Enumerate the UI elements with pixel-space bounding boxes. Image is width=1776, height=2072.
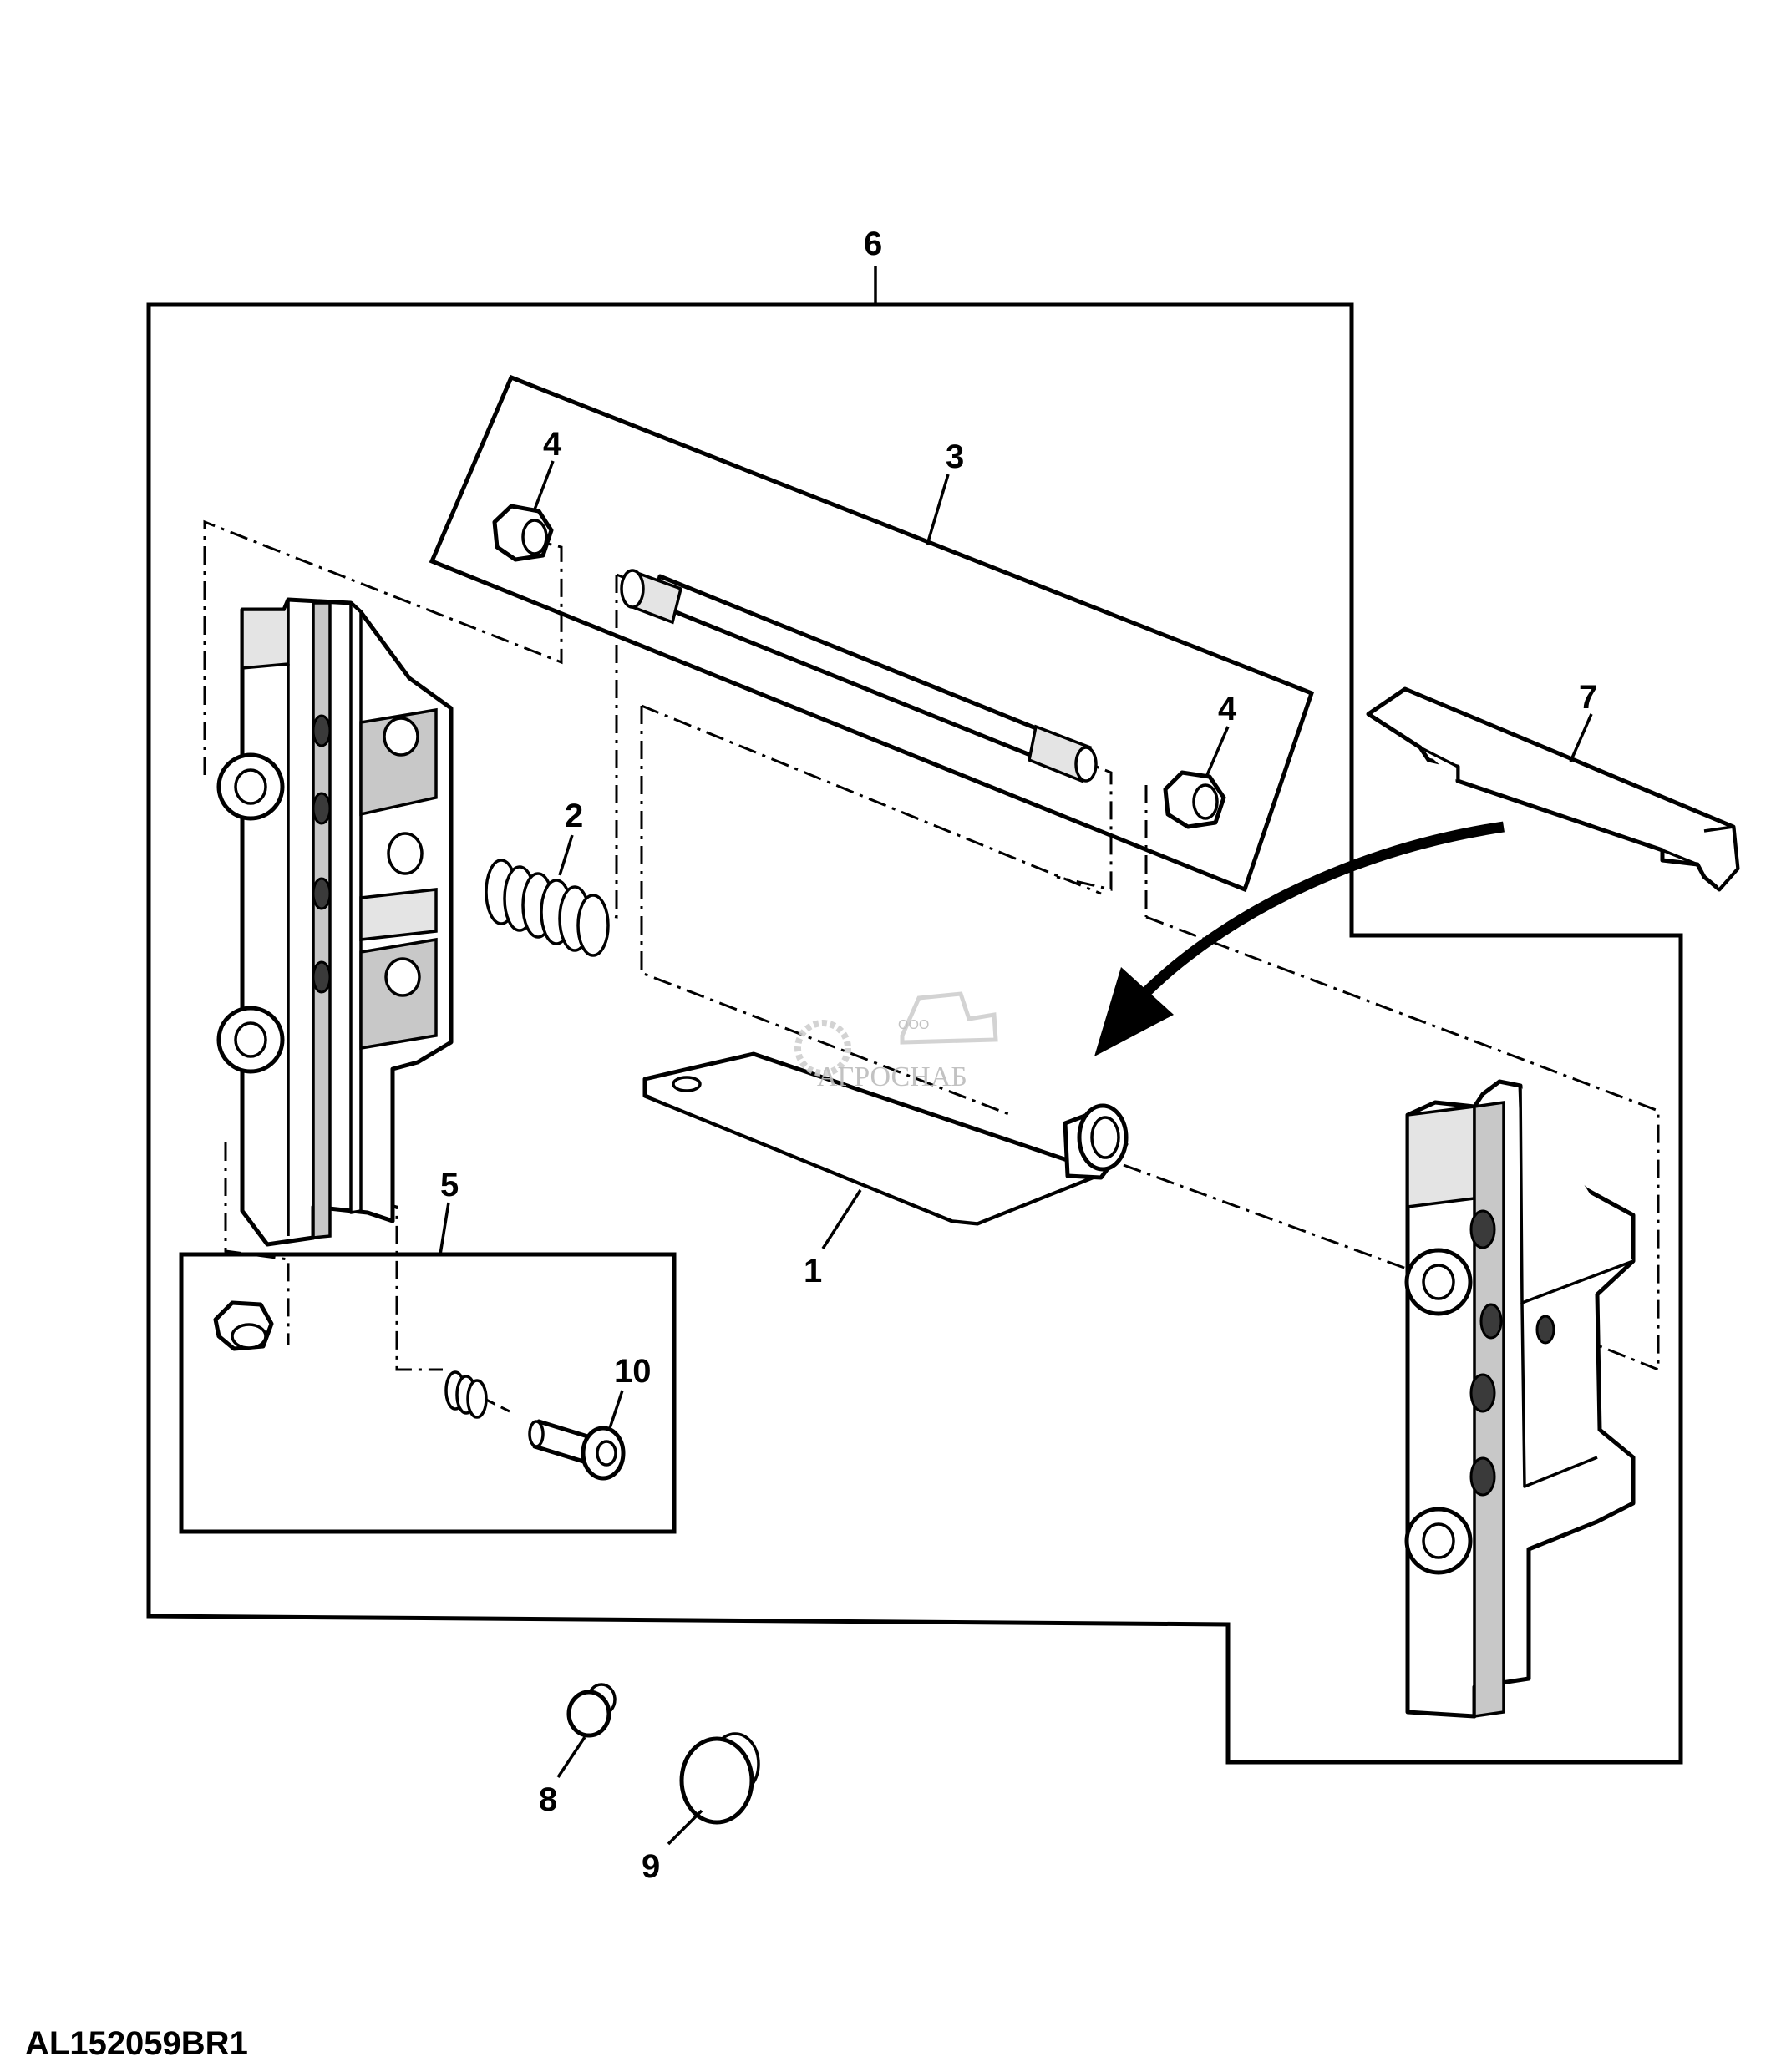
- leader-5: [439, 1202, 450, 1255]
- small-spring: [444, 1370, 488, 1419]
- callout-4a: 4: [543, 426, 562, 463]
- plug-9: [679, 1732, 760, 1825]
- leader-10: [608, 1390, 624, 1429]
- leader-4a: [533, 460, 555, 510]
- callout-1: 1: [804, 1253, 822, 1289]
- callout-8: 8: [539, 1781, 557, 1818]
- left-mounting-bracket: [216, 597, 454, 1247]
- leader-8: [556, 1736, 586, 1778]
- leader-2: [558, 834, 574, 876]
- leader-3: [926, 474, 950, 545]
- guide-strip-7: [1366, 686, 1740, 892]
- leader-4b: [1205, 726, 1230, 776]
- hinge-plate-1: [642, 1051, 1129, 1226]
- pivot-shaft-3: [620, 569, 1098, 783]
- callout-2: 2: [565, 798, 583, 834]
- kit-outline-6: [146, 302, 1683, 1765]
- leader-7: [1569, 713, 1593, 762]
- callout-6: 6: [864, 225, 882, 262]
- callout-4b: 4: [1218, 691, 1237, 727]
- flange-nut: [213, 1300, 274, 1351]
- hex-nut-4a: [492, 504, 554, 562]
- compression-spring-2: [485, 859, 610, 957]
- watermark-logo: ООО АГРОСНАБ: [794, 991, 998, 1092]
- plug-8: [566, 1683, 617, 1738]
- watermark-prefix: ООО: [898, 1018, 929, 1032]
- assembly-centerlines: [203, 519, 1660, 1413]
- shaft-kit-box-3: [429, 374, 1315, 893]
- cap-screw-10: [528, 1419, 626, 1481]
- callout-10: 10: [614, 1353, 652, 1390]
- leader-9: [667, 1809, 703, 1846]
- callout-5: 5: [440, 1167, 459, 1203]
- leader-1: [821, 1189, 862, 1249]
- callout-3: 3: [946, 438, 964, 475]
- assembly-direction-arrow: [1094, 821, 1505, 1056]
- right-mounting-bracket: [1404, 1079, 1636, 1719]
- hardware-kit-box-5: [179, 1252, 677, 1534]
- hex-nut-4b: [1163, 770, 1226, 829]
- figure-id: AL152059BR1: [25, 2025, 248, 2062]
- callout-7: 7: [1579, 679, 1597, 716]
- callout-9: 9: [642, 1848, 660, 1885]
- watermark-name: АГРОСНАБ: [817, 1061, 967, 1092]
